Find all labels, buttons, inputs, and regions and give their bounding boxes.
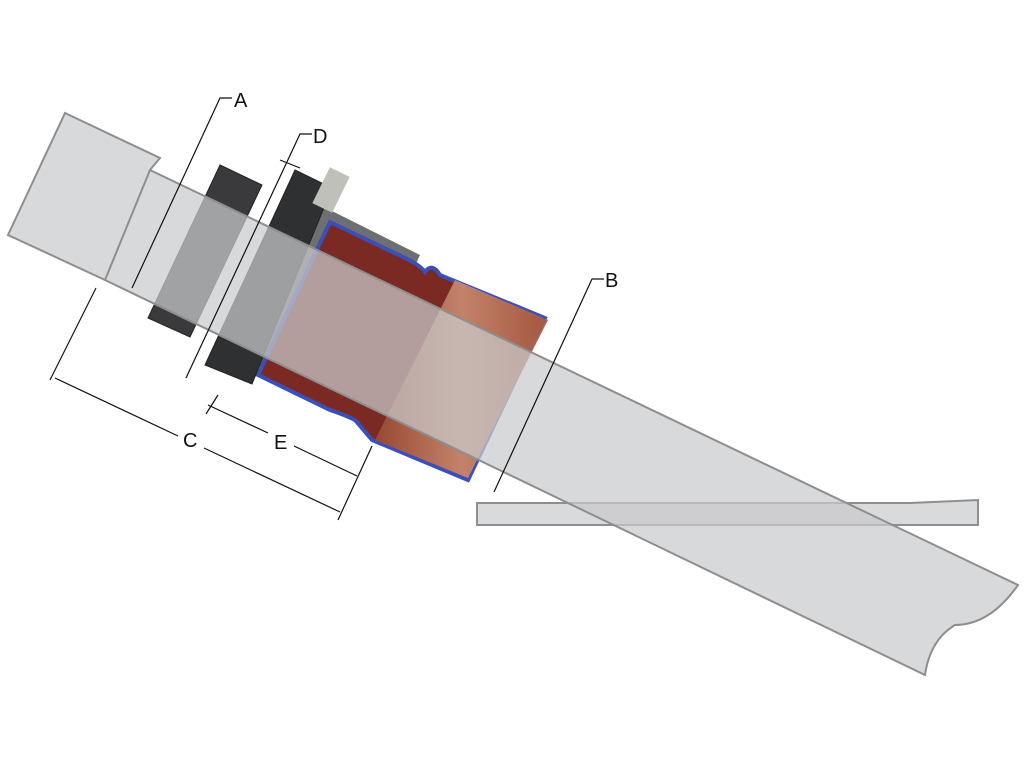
dimension-lines — [49, 97, 604, 521]
label-d: D — [313, 126, 327, 148]
label-b: B — [605, 270, 618, 292]
dimension-a — [131, 97, 232, 289]
valve-fitting — [312, 167, 350, 213]
dimension-e-right — [293, 445, 358, 477]
dimension-c-right — [203, 447, 341, 513]
label-e: E — [274, 432, 287, 454]
label-a: A — [234, 90, 248, 112]
dimension-d — [185, 133, 312, 379]
dimension-e-left — [207, 404, 269, 434]
label-c: C — [183, 430, 197, 452]
pipe — [6, 111, 1020, 677]
dimension-c-left — [54, 377, 179, 437]
pipe-cap-edge — [104, 169, 151, 281]
dimension-b — [493, 278, 604, 493]
